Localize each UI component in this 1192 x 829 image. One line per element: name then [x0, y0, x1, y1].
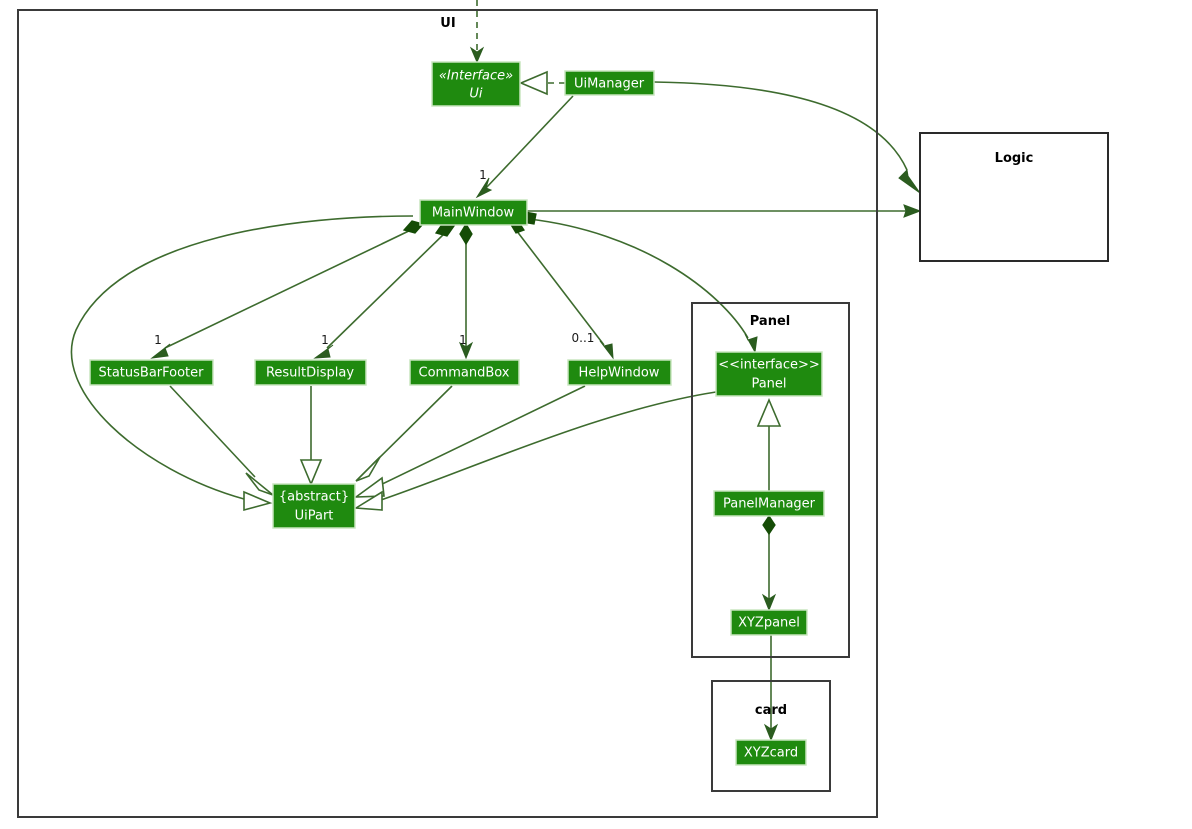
multiplicity-commandbox: 1 [459, 333, 467, 347]
external-box-logic[interactable]: Logic [919, 132, 1109, 262]
edge-generalization-mainwindow-uipart [70, 215, 414, 512]
edge-composition-mainwindow-statusbarfooter [150, 220, 425, 359]
class-uimanager[interactable]: UiManager [564, 70, 655, 96]
class-ui-interface[interactable]: «Interface» Ui [431, 61, 521, 107]
class-panel-interface-stereotype: <<interface>> [718, 358, 820, 373]
multiplicity-helpwindow: 0..1 [572, 331, 595, 345]
class-xyzcard-name: XYZcard [744, 746, 798, 761]
class-mainwindow[interactable]: MainWindow [419, 199, 528, 226]
class-xyzpanel[interactable]: XYZpanel [730, 609, 808, 636]
class-ui-interface-stereotype: «Interface» [439, 69, 513, 84]
external-box-logic-label: Logic [995, 151, 1034, 166]
class-panel-interface-name: Panel [751, 377, 786, 392]
multiplicity-mainwindow: 1 [479, 168, 487, 182]
edge-generalization-helpwindow-uipart [353, 385, 586, 498]
class-xyzcard[interactable]: XYZcard [735, 739, 807, 766]
edge-generalization-statusbarfooter-uipart [169, 385, 274, 496]
class-commandbox[interactable]: CommandBox [409, 359, 520, 386]
class-panelmanager[interactable]: PanelManager [713, 490, 825, 517]
edge-association-xyzpanel-xyzcard [763, 635, 779, 742]
class-mainwindow-name: MainWindow [432, 206, 515, 221]
edge-composition-mainwindow-resultdisplay [313, 222, 456, 359]
package-panel-label: Panel [750, 314, 790, 329]
multiplicity-statusbarfooter: 1 [154, 333, 162, 347]
class-statusbarfooter[interactable]: StatusBarFooter [89, 359, 214, 386]
edge-generalization-panel-uipart [353, 391, 717, 511]
class-uipart-abstract-tag: {abstract} [279, 490, 349, 505]
class-uipart[interactable]: {abstract} UiPart [272, 483, 356, 529]
edge-realization-panelmanager-panel [756, 397, 782, 491]
edge-composition-panelmanager-xyzpanel [761, 514, 777, 612]
edge-association-uimanager-logic [653, 81, 921, 194]
edge-composition-mainwindow-commandbox [458, 222, 474, 360]
package-ui-label: UI [440, 16, 455, 31]
class-panelmanager-name: PanelManager [723, 497, 816, 512]
class-uipart-name: UiPart [295, 509, 334, 524]
edge-association-mainwindow-logic [527, 204, 922, 218]
class-helpwindow-name: HelpWindow [579, 366, 660, 381]
class-helpwindow[interactable]: HelpWindow [567, 359, 672, 386]
edge-generalization-resultdisplay-uipart [299, 386, 323, 487]
class-xyzpanel-name: XYZpanel [738, 616, 800, 631]
class-resultdisplay[interactable]: ResultDisplay [254, 359, 367, 386]
package-card-label: card [755, 703, 787, 718]
edge-realization-uimanager-ui [518, 70, 565, 96]
package-panel: Panel [691, 302, 850, 658]
edge-generalization-commandbox-uipart [355, 385, 453, 482]
class-commandbox-name: CommandBox [419, 366, 510, 381]
class-uimanager-name: UiManager [574, 77, 645, 92]
multiplicity-resultdisplay: 1 [321, 333, 329, 347]
package-ui: UI [17, 9, 878, 818]
edge-association-uimanager-mainwindow [475, 95, 574, 199]
class-panel-interface[interactable]: <<interface>> Panel [715, 351, 823, 397]
class-statusbarfooter-name: StatusBarFooter [98, 366, 204, 381]
package-card: card [711, 680, 831, 792]
class-resultdisplay-name: ResultDisplay [266, 366, 354, 381]
class-ui-interface-name: Ui [469, 87, 483, 102]
edge-dependency-to-ui [469, 0, 485, 64]
